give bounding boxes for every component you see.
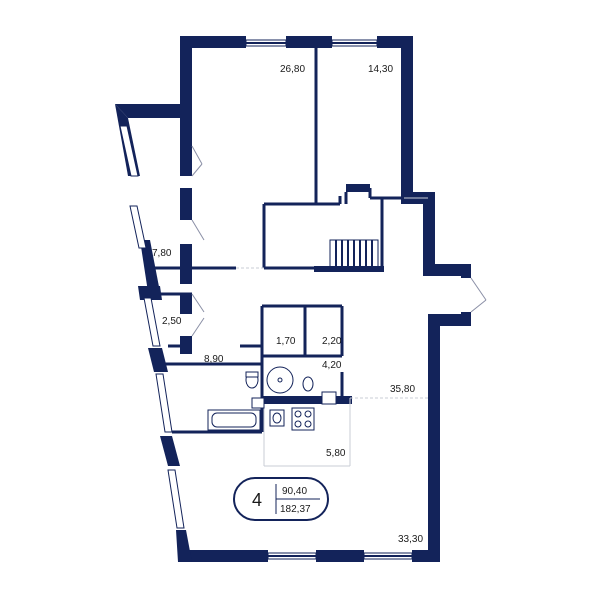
area-room-west-upper: 7,80	[152, 248, 172, 259]
staircase	[314, 239, 384, 272]
area-corridor: 4,20	[322, 360, 342, 371]
area-room-north-right: 14,30	[368, 64, 393, 75]
area-bathroom-1: 1,70	[276, 336, 296, 347]
area-room-north-left: 26,80	[280, 64, 305, 75]
area-room-west-small: 2,50	[162, 316, 182, 327]
area-kitchen: 5,80	[326, 448, 346, 459]
area-living-hall: 35,80	[390, 384, 415, 395]
area-labels: 26,80 14,30 7,80 2,50 1,70 2,20 8,90 4,2…	[152, 64, 423, 545]
badge-total-area: 182,37	[280, 504, 311, 515]
area-bathroom-2: 2,20	[322, 336, 342, 347]
area-bathroom-main: 8,90	[204, 354, 224, 365]
doors	[191, 145, 487, 337]
badge-room-count: 4	[252, 490, 262, 510]
area-room-south: 33,30	[398, 534, 423, 545]
exterior-walls	[115, 36, 471, 562]
fixtures	[207, 366, 337, 431]
badge-living-area: 90,40	[282, 486, 307, 497]
apartment-badge: 4 90,40 182,37	[233, 477, 329, 521]
zone-outlines	[236, 197, 428, 467]
windows	[119, 39, 413, 560]
